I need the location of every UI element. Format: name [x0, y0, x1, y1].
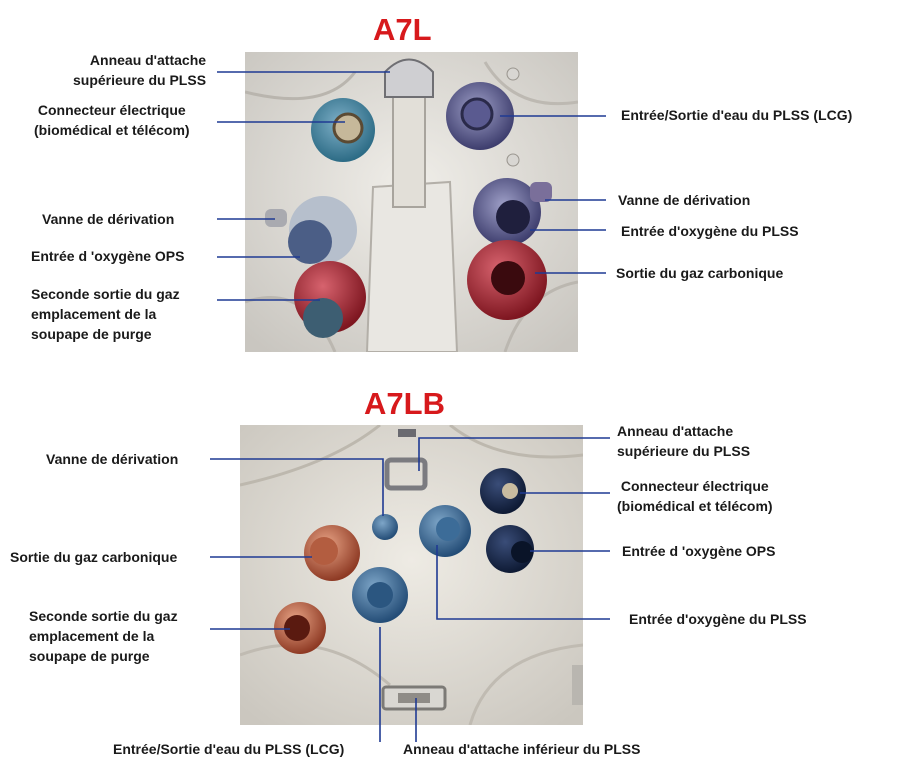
a7lb-plss-oxygen-label: Entrée d'oxygène du PLSS: [629, 611, 807, 627]
a7l-water-lcg-label: Entrée/Sortie d'eau du PLSS (LCG): [621, 107, 853, 123]
a7l-electrical-connector-label: Connecteur électrique (biomédical et tél…: [34, 102, 190, 138]
a7l-co2-label: Sortie du gaz carbonique: [616, 265, 784, 281]
a7lb-co2-label: Sortie du gaz carbonique: [10, 549, 178, 565]
a7lb-lower-ring-label: Anneau d'attache inférieur du PLSS: [403, 741, 641, 757]
a7l-ops-oxygen-label: Entrée d 'oxygène OPS: [31, 248, 185, 264]
a7lb-bypass-label: Vanne de dérivation: [46, 451, 179, 467]
a7l-second-gas-label: Seconde sortie du gaz emplacement de la …: [31, 286, 180, 342]
a7l-title: A7L: [373, 12, 432, 47]
a7l-bypass-right-label: Vanne de dérivation: [618, 192, 751, 208]
a7lb-water-lcg-label: Entrée/Sortie d'eau du PLSS (LCG): [113, 741, 345, 757]
a7lb-upper-ring-label: Anneau d'attache supérieure du PLSS: [617, 423, 751, 459]
a7lb-suit-photo: [240, 425, 583, 725]
a7lb-electrical-connector-label: Connecteur électrique (biomédical et tél…: [617, 478, 773, 514]
a7lb-ops-oxygen-label: Entrée d 'oxygène OPS: [622, 543, 776, 559]
a7lb-title: A7LB: [364, 386, 445, 421]
a7l-bypass-left-label: Vanne de dérivation: [42, 211, 175, 227]
a7l-suit-photo: [245, 52, 578, 352]
a7l-plss-oxygen-label: Entrée d'oxygène du PLSS: [621, 223, 799, 239]
a7lb-second-gas-label: Seconde sortie du gaz emplacement de la …: [29, 608, 178, 664]
a7l-upper-ring-label: Anneau d'attache supérieure du PLSS: [73, 52, 207, 88]
